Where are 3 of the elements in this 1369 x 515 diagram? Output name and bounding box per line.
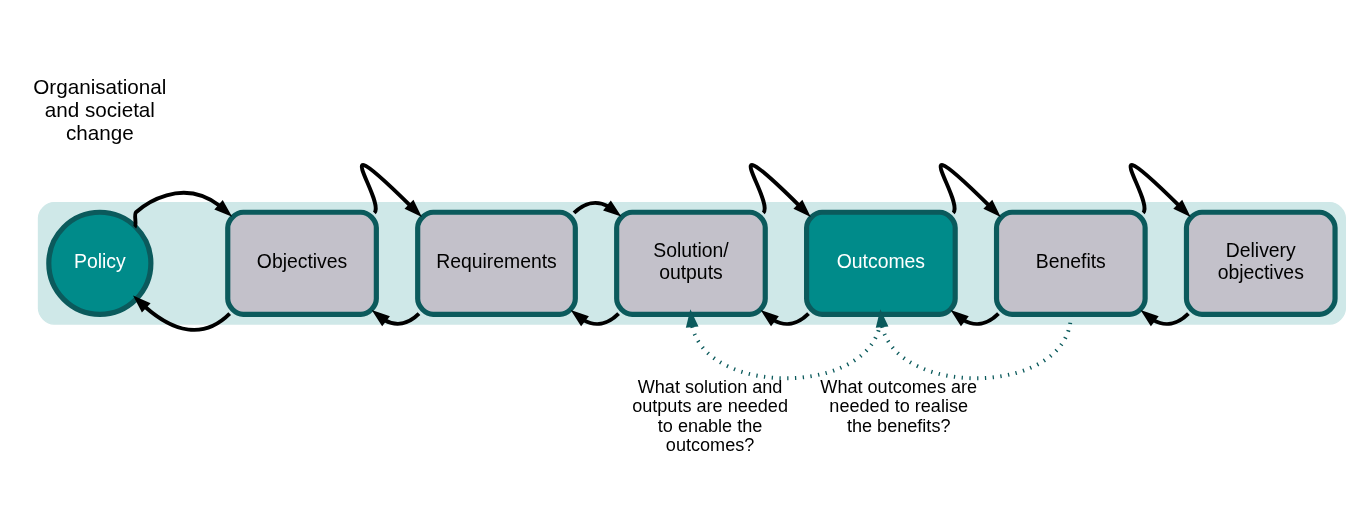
edge-label: What outcomes are needed to realise the benefits? xyxy=(820,376,978,436)
label: Organisational and societal change xyxy=(33,74,167,145)
edge-label: What solution and outputs are needed to enable the outcomes? xyxy=(632,376,788,455)
